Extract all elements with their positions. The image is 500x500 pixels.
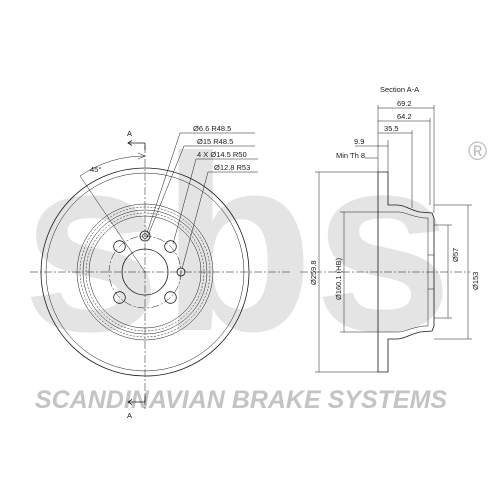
leader-hole-pilot [146,145,255,239]
bolt-hole [164,291,177,304]
disc-hat-outer [76,203,214,341]
pilot-hole [139,230,151,242]
dim-outer-diameter: Ø259.8 [309,260,318,285]
dim-threaded-hole: Ø12.8 R53 [214,163,250,172]
leader-threaded-hole [181,171,258,270]
dim-thickness: 9.9 [354,137,364,146]
section-view: Section A-A 69.2 64.2 35.5 9.9 Min T [300,85,480,373]
section-marker-bottom: A [127,411,132,420]
bolt-hole [113,291,126,304]
section-arrowhead-top [127,140,133,146]
dim-min-thickness: Min Th 8 [336,151,365,160]
section-marker-top: A [127,129,132,138]
pilot-hole-inner [142,233,148,239]
angle-arrow [137,152,146,160]
dim-width-mount: 35.5 [384,124,399,133]
watermark-logo: sbs [22,104,453,383]
leader-hole-small [146,132,255,234]
registered-mark: ® [468,136,487,166]
leader-bolt-holes [172,158,258,245]
disc-hat-knurl [79,206,211,338]
bolt-hole [164,240,177,253]
disc-hat-knurl-inner [85,212,205,332]
disc-outer-chamfer [45,172,245,372]
disc-hat-step [88,215,202,329]
dim-hub-bore: Ø160.1 (HB) [334,257,343,300]
disc-outer-edge [40,167,250,377]
section-profile-inner [388,211,429,333]
dim-width-total: 69.2 [397,99,412,108]
section-title: Section A-A [380,85,419,94]
angle-label: 45° [90,165,101,174]
disc-hat-inner [82,209,208,335]
angle-arc [79,155,146,177]
center-bore [121,248,169,296]
watermark-tagline: SCANDINAVIAN BRAKE SYSTEMS [35,386,447,414]
dim-hole-small: Ø6.6 R48.5 [193,124,231,133]
dim-hat-diameter: Ø153 [471,272,480,290]
bolt-circle [108,235,182,309]
bolt-hole [113,240,126,253]
dim-hole-pilot: Ø15 R48.5 [197,137,233,146]
section-arrowhead-bottom [127,399,133,405]
angle-leg [79,175,146,273]
section-profile-outline [377,171,435,373]
dim-center-bore: Ø57 [451,248,460,262]
dim-width-hat: 64.2 [397,112,412,121]
front-view: 45° A A Ø6.6 R48.5 Ø15 R48.5 4 X Ø14.5 R… [30,124,292,420]
dim-bolt-holes: 4 X Ø14.5 R50 [197,150,247,159]
threaded-hole [176,267,186,277]
watermark: sbs SCANDINAVIAN BRAKE SYSTEMS ® [22,104,487,414]
